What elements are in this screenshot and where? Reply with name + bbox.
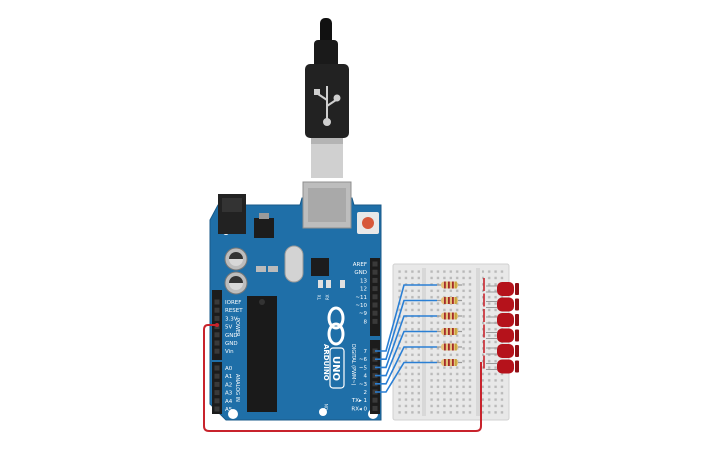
power-pin-label: 5V [225, 325, 232, 331]
usb-cable [305, 18, 349, 178]
digital-top-pin-label: 13 [360, 278, 367, 284]
power-wire [203, 324, 482, 432]
tx-label: TX [317, 295, 322, 301]
digital-top-pin [372, 269, 378, 275]
analog-pin-label: A1 [225, 374, 232, 380]
arduino-logo [327, 306, 345, 346]
digital-top-pin [372, 310, 378, 316]
analog-pin [214, 373, 220, 379]
analog-pin-label: A4 [225, 399, 233, 405]
resistor [437, 343, 462, 351]
digital-bottom-pin-label: 4 [364, 374, 368, 380]
arduino-board: TX RX ON ARDUINO UNO DIGITAL (PWM~) POWE… [209, 181, 382, 421]
led [486, 344, 519, 358]
power-pin-label: IOREF [225, 300, 241, 306]
power-pin [214, 348, 220, 354]
analog-pin-label: A0 [225, 366, 233, 372]
signal-wire [375, 284, 437, 352]
digital-top-pin-label: ~9 [359, 311, 368, 317]
power-pin [214, 299, 220, 305]
leds [483, 278, 519, 374]
led [486, 328, 519, 343]
analog-pin-label: A5 [225, 407, 233, 413]
power-pin-label: Vin [225, 349, 234, 355]
power-pins: IOREF RESET 3.3V 5V GND GND Vin [214, 299, 243, 355]
digital-top-pin [372, 261, 378, 267]
on-label: ON [324, 404, 329, 410]
signal-wire [375, 315, 437, 369]
digital-bottom-pin-label: RX◂ 0 [351, 406, 367, 412]
digital-top-pin [372, 277, 378, 283]
digital-top-pin [372, 286, 378, 292]
digital-top-pin-label: ~11 [355, 295, 367, 301]
digital-top-pin-label: 8 [364, 319, 368, 325]
led [486, 359, 519, 374]
capacitors [224, 247, 248, 295]
digital-top-pin [372, 302, 378, 308]
microcontroller-chip [247, 296, 277, 412]
signal-wire [375, 299, 437, 360]
power-header-label: POWER [234, 318, 240, 337]
resistor [437, 328, 462, 335]
power-pin [214, 332, 220, 338]
digital-pins-top: AREF GND 13 12 ~11 ~10 ~9 8 [353, 261, 378, 325]
digital-top-pin-label: AREF [353, 262, 367, 268]
analog-pin [214, 398, 220, 404]
analog-header [212, 362, 222, 414]
digital-bottom-pin-label: ~6 [359, 357, 368, 363]
board-model: UNO [330, 356, 341, 381]
power-pin [214, 315, 220, 321]
usb-icon [314, 86, 341, 126]
led [486, 282, 519, 296]
power-pin-label: GND [225, 341, 238, 347]
signal-wire [375, 330, 437, 377]
digital-bottom-pin-label: 2 [364, 390, 368, 396]
power-pin [214, 340, 220, 346]
resistor [437, 297, 462, 304]
analog-pin [214, 381, 220, 387]
uno-badge [329, 347, 345, 389]
analog-pin [214, 406, 220, 412]
digital-top-pin-label: GND [354, 270, 367, 276]
resistor [437, 359, 462, 366]
digital-bottom-pin-label: 7 [364, 349, 368, 355]
power-pin [214, 307, 220, 313]
digital-bottom-pin [372, 405, 378, 411]
power-pin-label: RESET [225, 308, 243, 314]
led [486, 297, 519, 312]
signal-wire [375, 346, 437, 385]
analog-pin [214, 365, 220, 371]
board-name: ARDUINO [322, 344, 330, 381]
crystal [284, 245, 304, 283]
analog-pin [214, 390, 220, 396]
digital-top-pin-label: ~10 [355, 303, 367, 309]
digital-bottom-pin-label: TX▸ 1 [351, 398, 367, 404]
signal-wires [375, 284, 437, 393]
resistors [437, 281, 462, 366]
digital-bottom-pin-label: ~3 [359, 382, 368, 388]
led [486, 313, 519, 327]
digital-top-pin-label: 12 [360, 287, 367, 293]
analog-header-label: ANALOG IN [234, 374, 240, 402]
digital-bottom-pin [372, 397, 378, 403]
digital-bottom-pin-label: ~5 [359, 365, 368, 371]
signal-wire [375, 361, 437, 393]
analog-pin-label: A3 [225, 391, 233, 397]
digital-top-pin [372, 294, 378, 300]
resistor [437, 281, 462, 289]
rx-label: RX [325, 294, 330, 300]
digital-top-pin [372, 318, 378, 324]
power-pin-label: GND [225, 333, 238, 339]
analog-pin-label: A2 [225, 382, 232, 388]
power-pin-label: 3.3V [225, 316, 238, 322]
digital-header-label: DIGITAL (PWM~) [350, 344, 356, 386]
resistor [437, 312, 462, 320]
